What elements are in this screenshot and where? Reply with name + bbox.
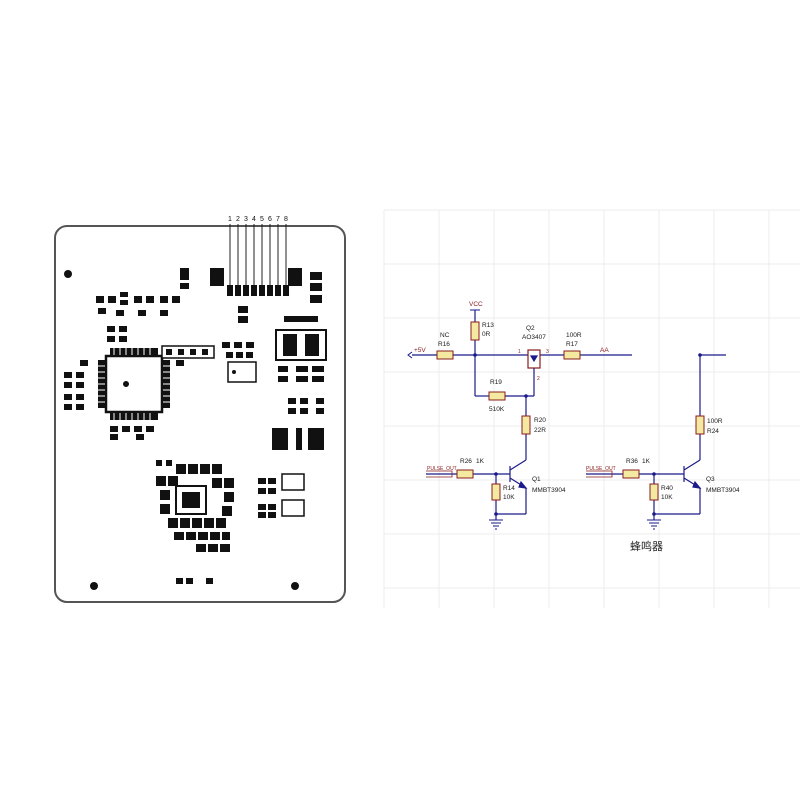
connector-pin-2: 2: [236, 216, 240, 223]
pulse-input-port: [586, 470, 613, 478]
qfp-chip: [98, 348, 170, 420]
resistor-r17: [563, 350, 581, 360]
r17-name: R17: [566, 341, 578, 348]
q1-part: MMBT3904: [532, 487, 566, 494]
sot23-package: [281, 473, 305, 517]
r14-value: 10K: [503, 494, 515, 501]
pcb-layout: 1 2 3 4 5 6 7 8: [54, 216, 346, 603]
r13-value: 0R: [482, 331, 491, 338]
q1-name: Q1: [532, 476, 541, 483]
npn-transistor-q1: [509, 459, 528, 489]
mounting-hole: [291, 582, 299, 590]
connector-pin-4: 4: [252, 216, 256, 223]
connector-pin-1: 1: [228, 216, 232, 223]
r40-name: R40: [661, 485, 673, 492]
q3-part: MMBT3904: [706, 487, 740, 494]
junction-dots: [473, 353, 702, 516]
r24-value: 100R: [707, 418, 723, 425]
r13-name: R13: [482, 322, 494, 329]
q2-pin-s: 2: [537, 376, 540, 382]
q2-pin-d: 3: [546, 349, 549, 355]
resistor-r19: [488, 391, 506, 401]
bga-cluster: [156, 460, 234, 552]
r20-name: R20: [534, 417, 546, 424]
power-input-arrow: [407, 351, 413, 359]
ground-symbol: [647, 519, 661, 530]
buzzer-caption: 蜂鸣器: [630, 539, 663, 553]
pulse-input-port: [426, 470, 453, 478]
mounting-hole: [64, 270, 72, 278]
r17-value: 100R: [566, 332, 582, 339]
net-power-in: +5V: [414, 347, 426, 354]
npn-transistor-q3: [683, 459, 702, 489]
connector-pin-7: 7: [276, 216, 280, 223]
schematic-grid: [383, 209, 800, 608]
pulse-out-1: PULSE_OUT: [427, 466, 457, 472]
r20-value: 22R: [534, 427, 546, 434]
sop-ic: [275, 329, 327, 361]
connector-header: 1 2 3 4 5 6 7 8: [210, 216, 302, 296]
net-aa: AA: [600, 347, 609, 354]
r26-name: R26: [460, 458, 472, 465]
sop-ic: [227, 361, 257, 383]
r36-name: R36: [626, 458, 638, 465]
r16-name: R16: [438, 341, 450, 348]
resistor-r14: [491, 483, 501, 501]
pulse-out-2: PULSE_OUT: [586, 466, 616, 472]
resistor-r20: [521, 415, 531, 435]
resistor-r24: [695, 415, 705, 435]
r16-value: NC: [440, 332, 450, 339]
q2-name: Q2: [526, 325, 535, 332]
pmos-transistor-q2: [527, 349, 541, 372]
r24-name: R24: [707, 428, 719, 435]
mounting-hole: [90, 582, 98, 590]
resistor-r40: [649, 483, 659, 501]
r36-value: 1K: [642, 458, 651, 465]
r14-name: R14: [503, 485, 515, 492]
net-vcc: VCC: [469, 301, 483, 308]
resistor-r13: [470, 321, 480, 341]
pin-header: [161, 345, 215, 359]
q2-part: AO3407: [522, 334, 546, 341]
r26-value: 1K: [476, 458, 485, 465]
connector-pin-5: 5: [260, 216, 264, 223]
schematic: +5V VCC NC R16 R13 0R Q2 AO3407 1 3 2 10…: [383, 209, 800, 608]
smd-pads: [64, 268, 324, 584]
resistor-symbols: [436, 321, 705, 501]
connector-pin-8: 8: [284, 216, 288, 223]
resistor-r26: [456, 469, 474, 479]
resistor-r36: [622, 469, 640, 479]
connector-pin-6: 6: [268, 216, 272, 223]
connector-pin-3: 3: [244, 216, 248, 223]
r40-value: 10K: [661, 494, 673, 501]
q2-pin-g: 1: [518, 349, 521, 355]
ground-symbol: [489, 519, 503, 530]
q3-name: Q3: [706, 476, 715, 483]
r19-value: 510K: [489, 406, 505, 413]
r19-name: R19: [490, 379, 502, 386]
resistor-r16: [436, 350, 454, 360]
